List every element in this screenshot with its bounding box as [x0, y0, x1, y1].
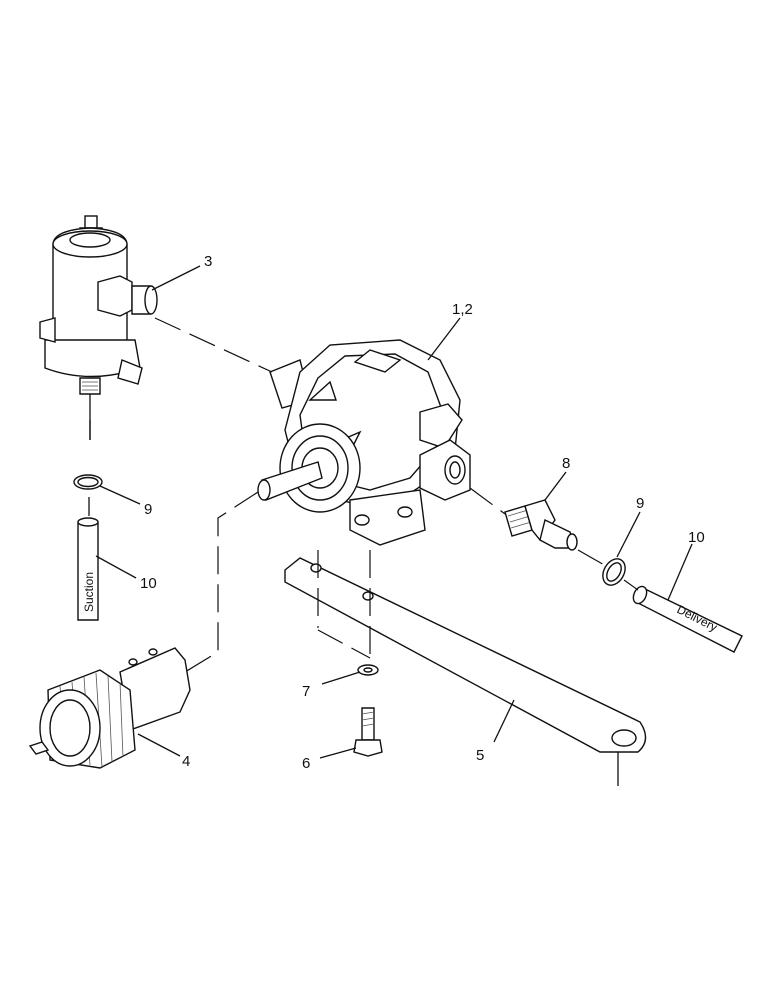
- callout-hose-suction: 10: [140, 575, 157, 592]
- callout-clip-delivery: 9: [636, 495, 644, 512]
- suction-hose-label: Suction: [82, 572, 96, 612]
- mounting-bracket: [284, 557, 647, 786]
- hex-bolt: [353, 707, 383, 757]
- callout-filter: 3: [204, 253, 212, 270]
- barbed-fitting: [504, 499, 578, 551]
- delivery-hose: [632, 585, 743, 653]
- pump-body: [257, 339, 471, 546]
- hose-clip-suction: [73, 474, 103, 490]
- callout-clip-suction: 9: [144, 501, 152, 518]
- callout-handle: 4: [182, 753, 190, 770]
- lock-washer: [357, 664, 379, 676]
- callout-bracket: 5: [476, 747, 484, 764]
- callout-pump: 1,2: [452, 301, 473, 318]
- filter-assembly: [39, 215, 158, 440]
- callout-hose-delivery: 10: [688, 529, 705, 546]
- callout-washer: 7: [302, 683, 310, 700]
- assembly-guide-lines: [88, 317, 639, 673]
- leader-lines: [95, 265, 693, 759]
- suction-hose: [77, 517, 99, 621]
- callout-bolt: 6: [302, 755, 310, 772]
- hose-clip-delivery: [602, 558, 626, 586]
- callout-fitting: 8: [562, 455, 570, 472]
- shaft-coupler: [28, 647, 191, 769]
